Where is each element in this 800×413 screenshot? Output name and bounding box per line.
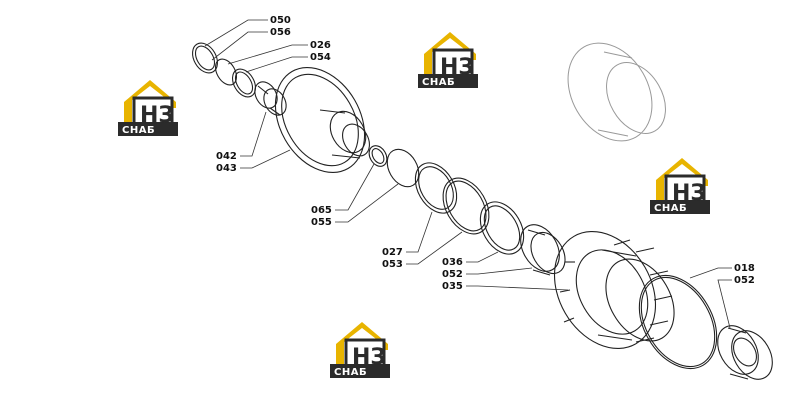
label-042: 042 xyxy=(216,151,237,162)
label-052-b: 052 xyxy=(734,275,755,286)
svg-text:НЗ: НЗ xyxy=(672,181,706,206)
leader-lines xyxy=(204,19,732,329)
label-018: 018 xyxy=(734,263,755,274)
label-043: 043 xyxy=(216,163,237,174)
label-027: 027 xyxy=(382,247,403,258)
label-053: 053 xyxy=(382,259,403,270)
label-056: 056 xyxy=(270,27,291,38)
part-labels: 050 056 026 054 042 043 065 055 027 053 … xyxy=(216,15,755,292)
svg-text:СНАБ: СНАБ xyxy=(334,367,367,378)
watermark-logo: НЗ СНАБ xyxy=(648,156,712,216)
watermark-logo: НЗ СНАБ xyxy=(416,30,480,90)
svg-text:НЗ: НЗ xyxy=(352,345,386,370)
watermark-logo: НЗ СНАБ xyxy=(116,78,180,138)
label-026: 026 xyxy=(310,40,331,51)
svg-text:СНАБ: СНАБ xyxy=(654,203,687,214)
label-050: 050 xyxy=(270,15,291,26)
label-055: 055 xyxy=(311,217,332,228)
svg-text:НЗ: НЗ xyxy=(140,103,174,128)
label-052-a: 052 xyxy=(442,269,463,280)
svg-text:СНАБ: СНАБ xyxy=(122,125,155,136)
watermark-logo: НЗ СНАБ xyxy=(328,320,392,380)
label-036: 036 xyxy=(442,257,463,268)
label-065: 065 xyxy=(311,205,332,216)
svg-text:НЗ: НЗ xyxy=(440,55,474,80)
label-035: 035 xyxy=(442,281,463,292)
label-054: 054 xyxy=(310,52,331,63)
svg-text:СНАБ: СНАБ xyxy=(422,77,455,88)
part-drawings xyxy=(192,42,773,380)
